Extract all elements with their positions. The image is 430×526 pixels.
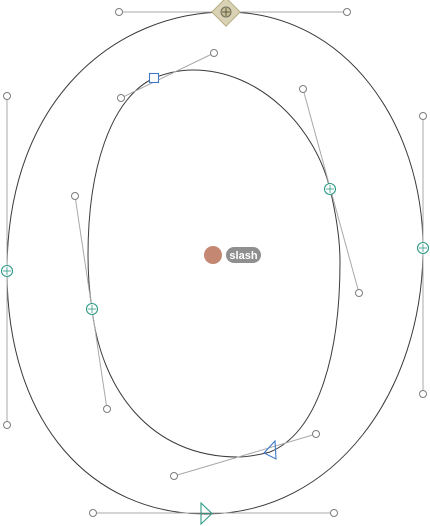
anchor-icon[interactable] (204, 246, 222, 264)
anchor-slash[interactable]: slash (204, 246, 261, 264)
off-curve-point-icon[interactable] (419, 390, 427, 398)
off-curve-point-icon[interactable] (355, 289, 363, 297)
off-curve-point-icon[interactable] (103, 405, 111, 413)
selected-node-icon[interactable] (211, 0, 241, 27)
off-curve-point-icon[interactable] (3, 92, 11, 100)
off-curve-point-icon[interactable] (170, 472, 178, 480)
smooth-node-icon[interactable] (0, 264, 14, 278)
off-curve-point-icon[interactable] (71, 192, 79, 200)
inner-contour[interactable] (87, 69, 341, 458)
smooth-node-icon[interactable] (416, 241, 430, 255)
off-curve-point-icon[interactable] (117, 94, 125, 102)
anchor-label: slash (229, 250, 257, 262)
smooth-node-icon[interactable] (323, 182, 337, 196)
off-curve-point-icon[interactable] (299, 85, 307, 93)
off-curve-point-icon[interactable] (419, 112, 427, 120)
off-curve-point-icon[interactable] (312, 430, 320, 438)
start-node-icon[interactable] (263, 439, 277, 460)
off-curve-points (3, 8, 427, 517)
start-node-icon[interactable] (200, 501, 213, 526)
smooth-node-icon[interactable] (85, 302, 99, 316)
inner-handle-lines (74, 52, 360, 477)
off-curve-point-icon[interactable] (89, 509, 97, 517)
off-curve-point-icon[interactable] (115, 8, 123, 16)
off-curve-point-icon[interactable] (210, 49, 218, 57)
corner-node-icon[interactable] (148, 72, 160, 84)
off-curve-point-icon[interactable] (3, 421, 11, 429)
anchor-label-badge (226, 247, 261, 263)
off-curve-point-icon[interactable] (330, 509, 338, 517)
outer-contour[interactable] (6, 11, 424, 515)
off-curve-point-icon[interactable] (343, 8, 351, 16)
